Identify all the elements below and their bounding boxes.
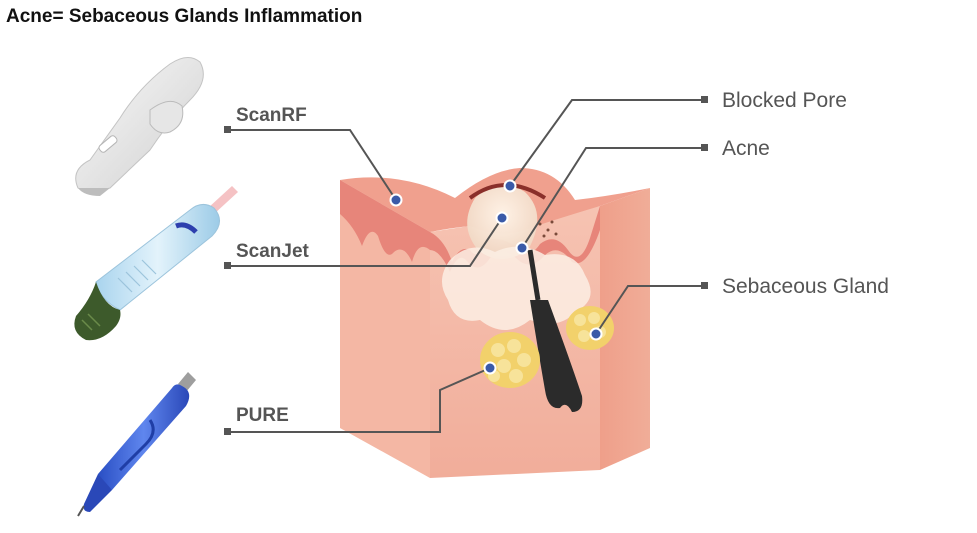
sebaceous-gland-right [566, 306, 614, 350]
sebaceous-gland-left [480, 332, 540, 388]
scanjet-handpiece-icon [74, 186, 238, 341]
scanrf-handpiece-icon [75, 57, 204, 196]
marker-dot-pure [483, 361, 497, 375]
leader-line-sebaceous [595, 285, 704, 335]
part-label-acne: Acne [722, 137, 770, 160]
part-label-blocked-pore: Blocked Pore [722, 89, 847, 112]
marker-dot-blocked-pore [503, 179, 517, 193]
marker-dot-scanrf [389, 193, 403, 207]
skin-block [340, 168, 650, 478]
marker-dot-sebaceous [589, 327, 603, 341]
leader-end-sebaceous [701, 282, 708, 289]
leader-end-blocked-pore [701, 96, 708, 103]
leader-lines [228, 99, 704, 433]
leader-end-acne [701, 144, 708, 151]
marker-dot-acne [515, 241, 529, 255]
pure-pen-icon [77, 372, 196, 517]
leader-line-scanjet [228, 217, 503, 267]
leader-end-scanrf [224, 126, 231, 133]
leader-end-scanjet [224, 262, 231, 269]
diagram-title: Acne= Sebaceous Glands Inflammation [6, 6, 363, 27]
leader-line-acne [521, 147, 704, 249]
device-label-scanjet: ScanJet [236, 241, 309, 262]
leader-line-pure [228, 367, 491, 433]
leader-line-blocked-pore [509, 99, 704, 187]
leader-end-pure [224, 428, 231, 435]
device-label-pure: PURE [236, 405, 289, 426]
part-label-sebaceous-gland: Sebaceous Gland [722, 275, 889, 298]
device-label-scanrf: ScanRF [236, 105, 307, 126]
leader-line-scanrf [228, 129, 397, 201]
marker-dot-scanjet [495, 211, 509, 225]
